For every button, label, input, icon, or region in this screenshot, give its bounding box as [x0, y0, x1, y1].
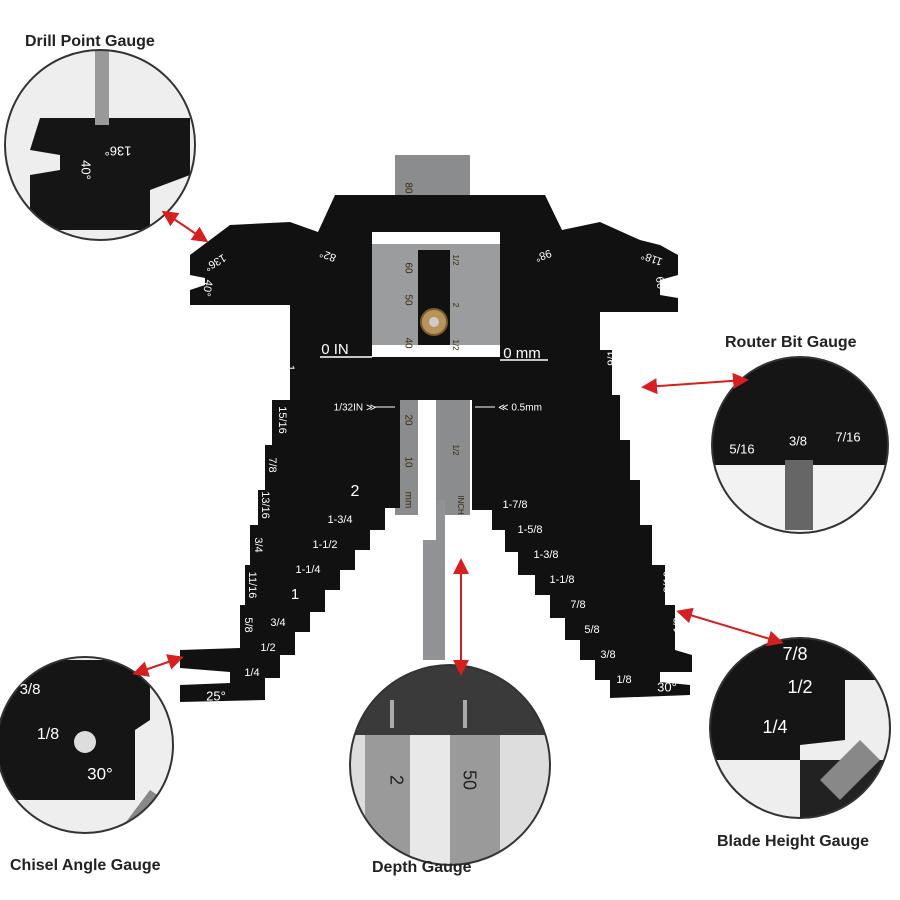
chisel-inset-size: 1/8: [37, 726, 59, 743]
angle-mark: 82°: [318, 247, 338, 264]
arrow-drill: [161, 210, 209, 243]
right-inner-size: 1-3/8: [533, 549, 558, 561]
right-outer-size: 1/2: [618, 374, 630, 389]
right-outer-size: 1/8: [672, 617, 684, 632]
chisel-inset-size: 3/8: [20, 681, 41, 698]
ruler-mm-number: 50: [402, 294, 413, 306]
ruler-inch-number: 2: [451, 303, 460, 308]
inset-drill-point: [4, 49, 196, 241]
ruler-mm-number: 80: [402, 182, 413, 194]
arrow-chisel: [132, 654, 184, 677]
angle-mark: 40°: [200, 279, 215, 297]
label-router-bit-gauge: Router Bit Gauge: [725, 334, 857, 351]
ruler-inch-number: 1/2: [451, 339, 460, 351]
fine-inch-label: 1/32IN ≫: [334, 403, 377, 414]
inset-depth: [349, 664, 551, 866]
router-inset-size: 7/16: [835, 429, 860, 444]
right-inner-size: 1/8: [616, 674, 631, 686]
angle-mark: 60°: [653, 276, 668, 294]
left-inner-size: 1-1/2: [312, 539, 337, 551]
arrow-blade: [676, 607, 784, 647]
fine-mm-label: ≪ 0.5mm: [498, 403, 542, 414]
label-drill-point-gauge: Drill Point Gauge: [25, 33, 155, 50]
label-blade-height-gauge: Blade Height Gauge: [717, 833, 870, 850]
right-inner-size: 7/8: [570, 599, 585, 611]
right-outer-size: 3/16: [662, 571, 674, 592]
ruler-mm-number: mm: [402, 492, 413, 509]
right-outer-size: 7/16: [624, 411, 636, 432]
depth-inset-number: 50: [459, 770, 479, 790]
ruler-mm-number: 10: [402, 456, 413, 468]
right-inner-size: 1-5/8: [517, 524, 542, 536]
one-inch-mark: 1: [284, 365, 296, 371]
left-outer-size: 15/16: [276, 406, 288, 434]
left-outer-size: 11/16: [246, 572, 258, 599]
left-outer-size: 5/8: [242, 617, 254, 632]
label-chisel-angle-gauge: Chisel Angle Gauge: [10, 857, 161, 874]
blade-inset-size: 1/2: [787, 677, 812, 697]
ruler-inch-number: INCH: [456, 495, 465, 515]
left-inner-size: 3/4: [270, 617, 285, 629]
chisel-inset-angle: 30°: [87, 764, 113, 783]
zero-inch-label: 0 IN: [321, 341, 349, 358]
gauge-body: [180, 195, 692, 702]
drill-inset-angle: 136°: [105, 144, 132, 159]
ruler-inch-number: 1/2: [451, 444, 460, 456]
router-inset-size: 5/16: [729, 441, 754, 456]
zero-mm-label: 0 mm: [503, 345, 541, 362]
depth-inset-number: 2: [386, 775, 406, 785]
left-foot-angle: 25°: [206, 688, 226, 703]
label-depth-gauge: Depth Gauge: [372, 859, 472, 876]
drill-inset-angle: 40°: [79, 160, 94, 180]
ruler-slot: [418, 400, 436, 540]
left-inner-size: 1-1/4: [295, 564, 320, 576]
right-outer-size: 9/16: [606, 344, 618, 365]
left-outer-size: 3/4: [252, 537, 264, 552]
left-inner-size: 2: [351, 483, 360, 500]
right-inner-size: 1-7/8: [502, 499, 527, 511]
right-foot-angle: 30°: [657, 679, 677, 694]
left-inner-size: 1-3/4: [327, 514, 352, 526]
right-outer-size: 1/4: [652, 532, 664, 547]
router-inset-size: 3/8: [789, 433, 807, 448]
right-inner-size: 1-1/8: [549, 574, 574, 586]
arrow-router: [641, 372, 749, 395]
ruler-mm-number: 40: [402, 337, 413, 349]
right-inner-size: 5/8: [584, 624, 599, 636]
left-outer-size: 7/8: [266, 457, 278, 472]
right-outer-size: 3/8: [632, 454, 644, 469]
ruler-mm-number: 60: [402, 262, 413, 274]
blade-inset-size: 1/4: [762, 717, 787, 737]
ruler-mm-number: 20: [402, 414, 413, 426]
right-inner-size: 3/8: [600, 649, 615, 661]
left-inner-size: 1/4: [244, 667, 259, 679]
angle-mark: 98°: [533, 247, 553, 264]
left-inner-size: 1: [291, 586, 299, 603]
left-outer-size: 13/16: [259, 491, 271, 519]
ruler-inch-number: 1/2: [451, 254, 460, 266]
blade-inset-size: 7/8: [782, 644, 807, 664]
left-inner-size: 1/2: [260, 642, 275, 654]
right-outer-size: 5/16: [642, 489, 654, 510]
